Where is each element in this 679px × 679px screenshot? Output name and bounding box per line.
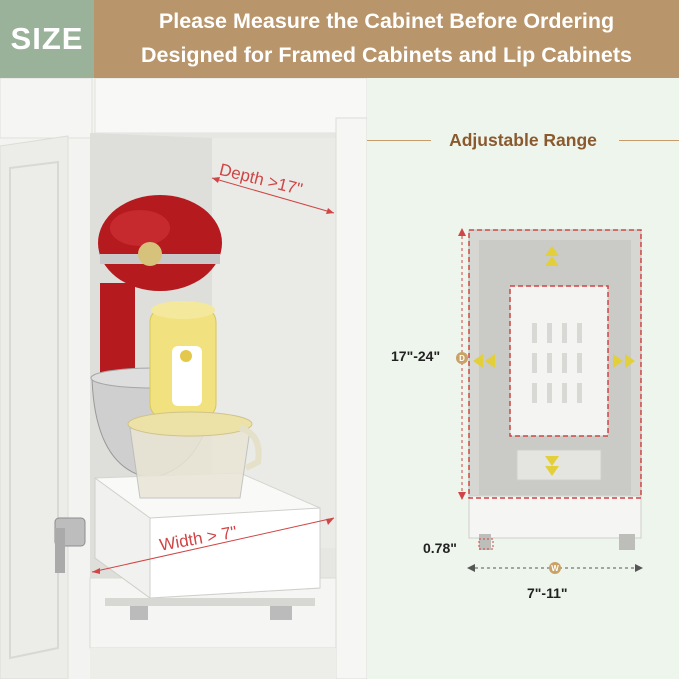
depth-range-label: 17"-24": [391, 348, 441, 364]
title-rule-right: [619, 140, 679, 141]
height-label: 0.78": [423, 540, 457, 556]
width-marker-icon: W: [549, 562, 561, 574]
adjustable-range-title: Adjustable Range: [449, 130, 597, 150]
title-rule-left: [367, 140, 431, 141]
adjustable-range-diagram: Adjustable Range: [367, 78, 679, 679]
header-banner: SIZE Please Measure the Cabinet Before O…: [0, 0, 679, 78]
range-schematic: [458, 228, 643, 572]
cabinet-illustration: [0, 78, 367, 679]
cabinet-photo: Depth >17" Width > 7": [0, 78, 367, 679]
width-range-label: 7"-11": [527, 585, 568, 601]
header-line-2: Designed for Framed Cabinets and Lip Cab…: [141, 43, 632, 67]
size-badge: SIZE: [0, 0, 94, 78]
header-line-1: Please Measure the Cabinet Before Orderi…: [158, 9, 615, 33]
depth-marker-icon: D: [456, 352, 468, 364]
